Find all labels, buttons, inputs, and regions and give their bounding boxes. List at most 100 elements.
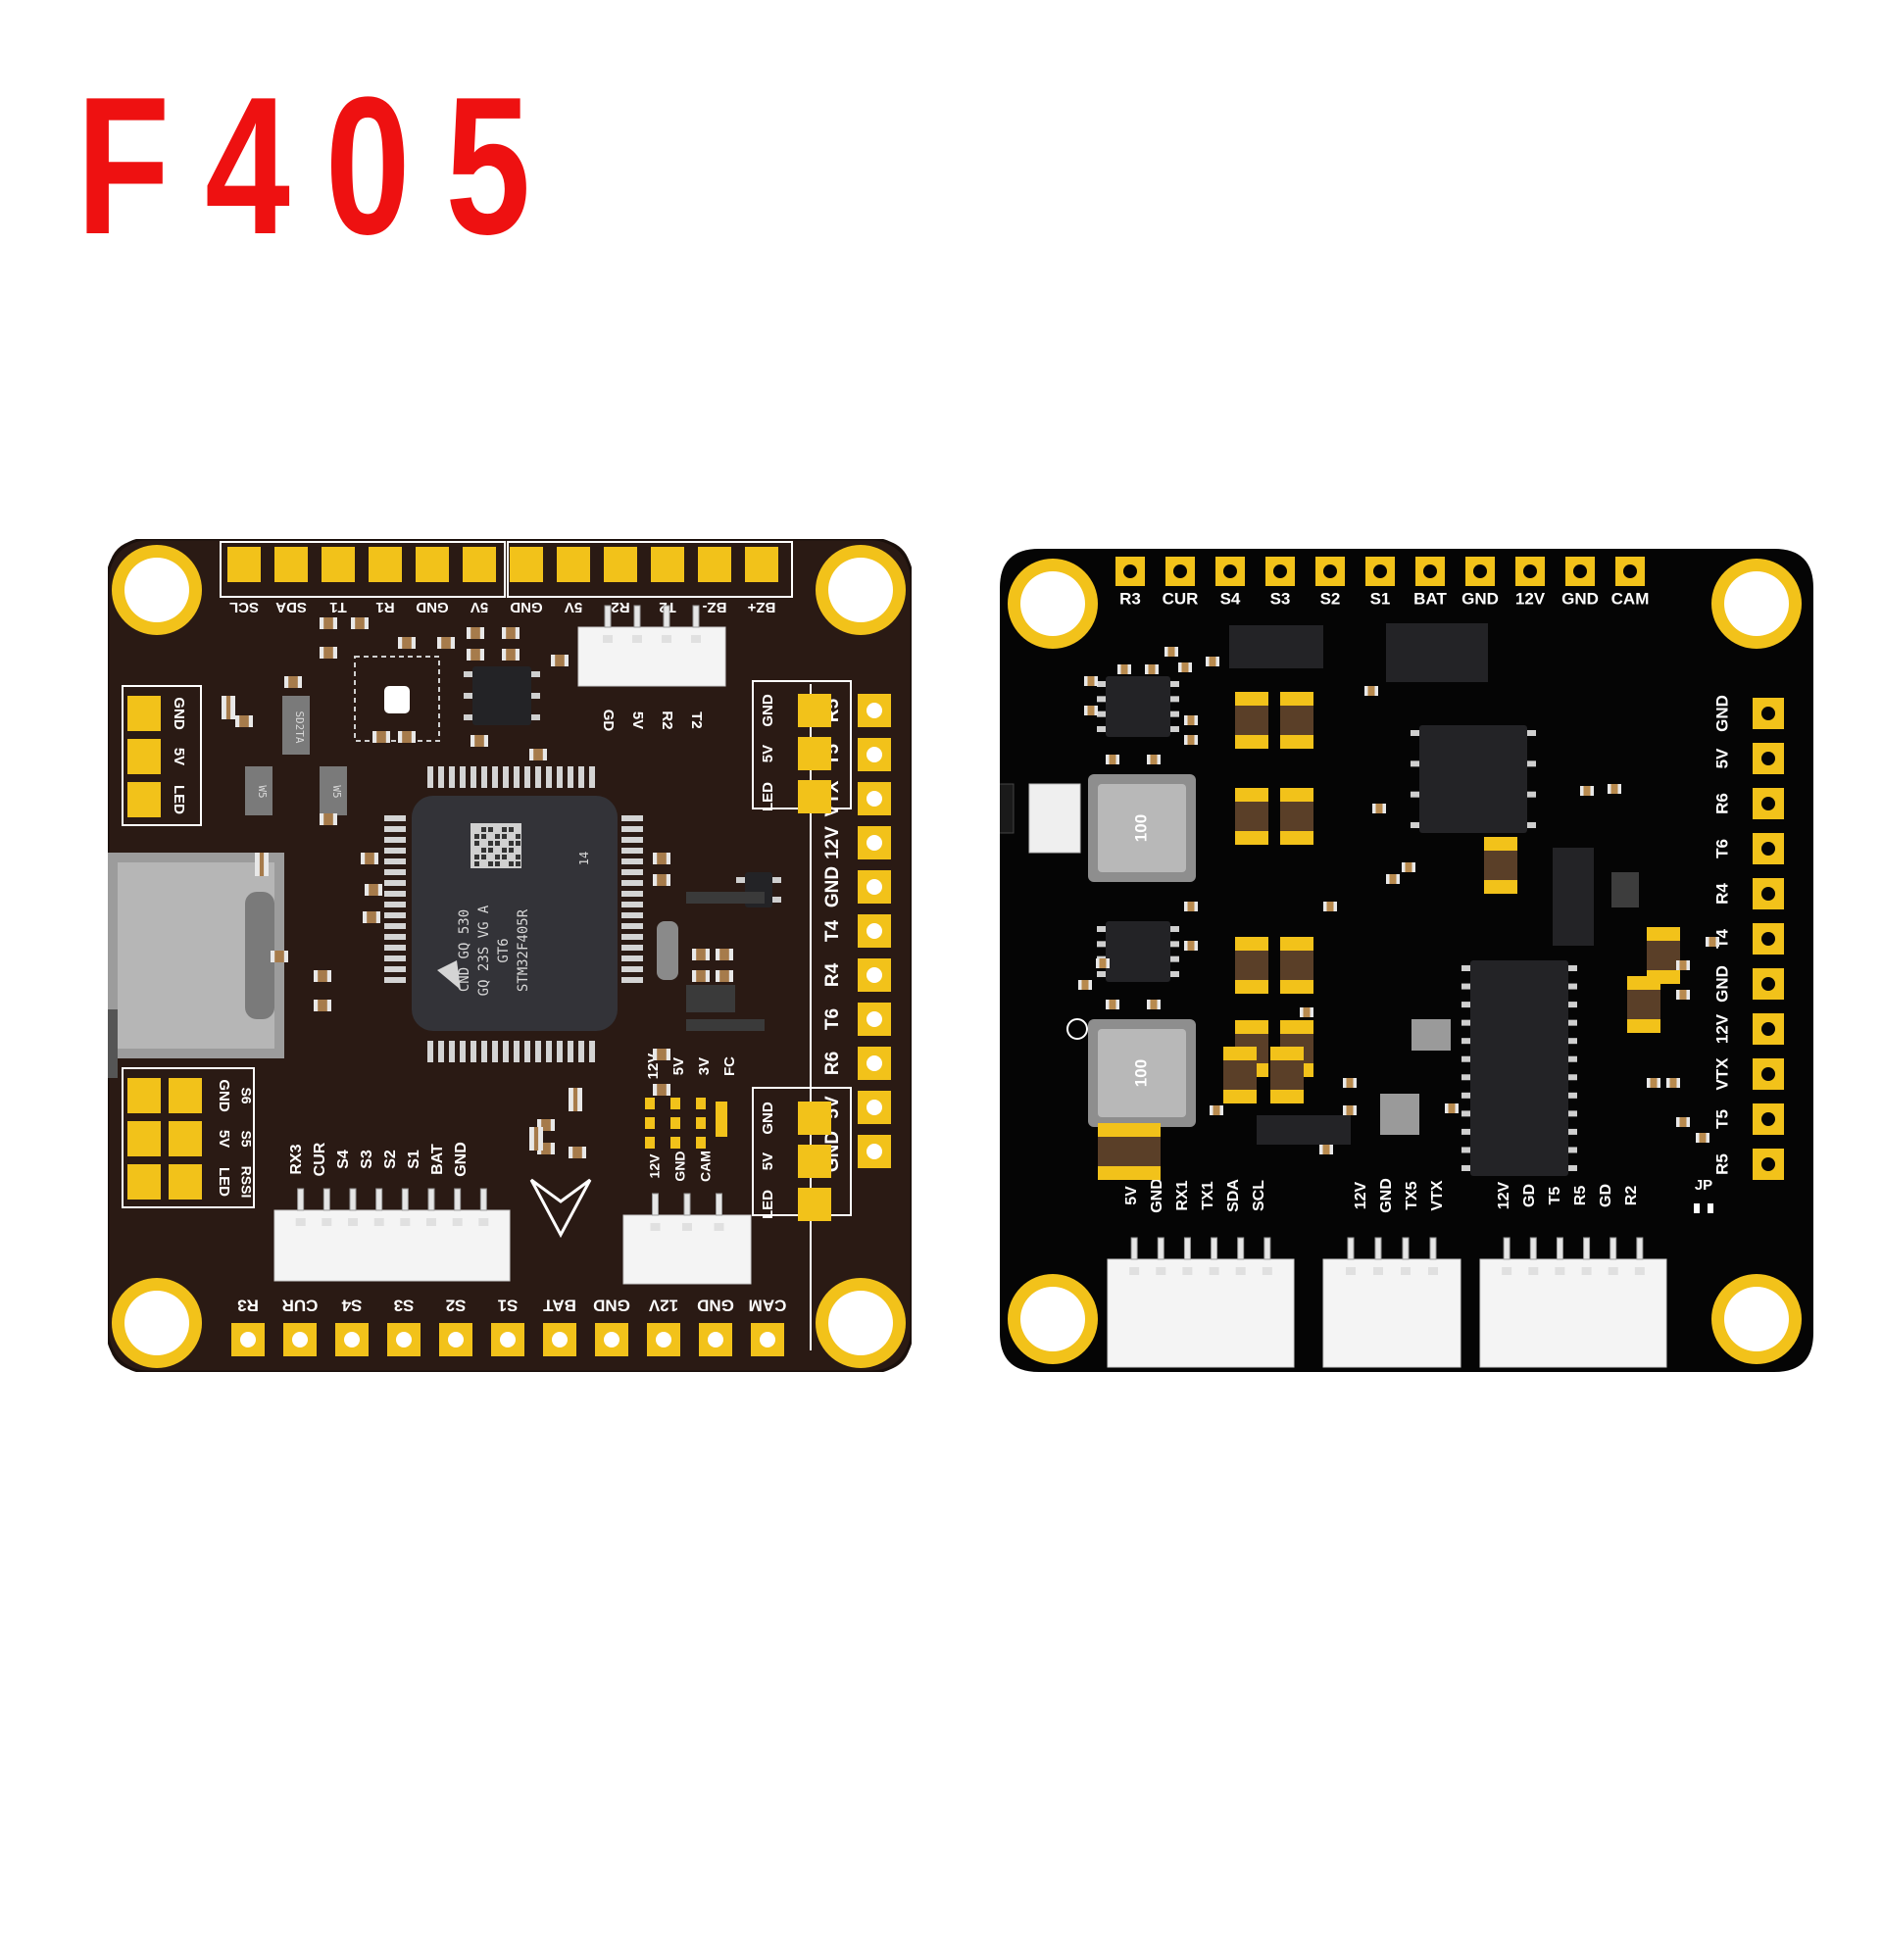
pdb-passive-end bbox=[1686, 990, 1690, 1000]
fc-baro-chip bbox=[464, 666, 540, 725]
fc-passive bbox=[569, 1088, 582, 1111]
fc-right-inner-top-pad bbox=[798, 737, 831, 770]
fc-bottom-connector-2 bbox=[622, 1193, 752, 1285]
pdb-conn3-label: 12V bbox=[1496, 1181, 1512, 1209]
pdb-passive-body bbox=[1676, 960, 1690, 970]
fc-left-bottom-pad bbox=[127, 1078, 161, 1113]
fc-left-bottom-pad bbox=[127, 1164, 161, 1200]
fc-passive-end bbox=[235, 715, 240, 727]
fc-passive-end bbox=[653, 1049, 658, 1060]
pdb-passive bbox=[1117, 664, 1131, 674]
fc-mcu-pin bbox=[514, 766, 520, 788]
fc-mcu-qr-cell bbox=[502, 848, 507, 853]
pdb-passive-end bbox=[1194, 941, 1198, 951]
fc-mcu-pin bbox=[557, 766, 563, 788]
pdb-ic-large-pin bbox=[1568, 1002, 1577, 1008]
pdb-jp-label: JP bbox=[1695, 1177, 1712, 1194]
pdb-top-pad-hole bbox=[1423, 564, 1437, 578]
pdb-passive-body bbox=[1372, 804, 1386, 813]
fc-bottom-connector-1-pin bbox=[479, 1188, 487, 1211]
fc-mcu-text: STM32F405R bbox=[516, 908, 531, 992]
fc-right-pad-hole bbox=[867, 747, 882, 762]
fc-mcu-pin bbox=[621, 956, 643, 961]
pdb-passive bbox=[1184, 902, 1198, 911]
pdb-ic-large bbox=[1461, 960, 1577, 1176]
pdb-buck-ic-pin bbox=[1170, 971, 1179, 977]
fc-right-pad-hole bbox=[867, 879, 882, 895]
fc-bottom-pad-hole bbox=[552, 1332, 568, 1348]
pdb-top-pad-hole bbox=[1373, 564, 1387, 578]
pdb-passive-end bbox=[1300, 1007, 1304, 1017]
fc-bottom-label: CUR bbox=[282, 1297, 319, 1315]
fc-mcu-pin bbox=[384, 815, 406, 821]
fc-passive-body bbox=[363, 911, 380, 923]
fc-bottom-connector-1-contact bbox=[295, 1218, 306, 1226]
fc-passive bbox=[467, 627, 484, 639]
fc-passive-body bbox=[372, 731, 390, 743]
fc-left-bottom-pad bbox=[169, 1164, 202, 1200]
pdb-capacitor bbox=[1223, 1047, 1257, 1103]
fc-passive-end bbox=[538, 1127, 543, 1151]
fc-bottom-label: BAT bbox=[543, 1297, 576, 1315]
fc-bottom-connector-2-contact bbox=[682, 1223, 692, 1231]
fc-passive-end bbox=[364, 617, 369, 629]
fc-passive-end bbox=[222, 696, 226, 719]
pdb-top-pad-hole bbox=[1473, 564, 1487, 578]
fc-right-label: T4 bbox=[822, 919, 843, 942]
fc-passive-end bbox=[705, 970, 710, 982]
fc-mcu-qr-cell bbox=[516, 834, 520, 839]
pdb-ic-large-pin bbox=[1461, 1092, 1470, 1099]
pdb-ic-large-pin bbox=[1568, 1074, 1577, 1081]
pdb-conn2-label: TX5 bbox=[1404, 1181, 1420, 1209]
pdb-capacitor bbox=[1484, 837, 1517, 894]
fc-top-pad-label: GND bbox=[416, 599, 449, 615]
pdb-conn1-label: TX1 bbox=[1200, 1181, 1216, 1209]
pdb-right-pad-hole bbox=[1761, 842, 1775, 856]
pdb-connector-3-contact bbox=[1528, 1267, 1539, 1275]
pdb-passive bbox=[1323, 902, 1337, 911]
fc-top-pad-label: R1 bbox=[375, 599, 394, 615]
fc-sot-bar bbox=[686, 1019, 765, 1031]
pdb-top-pad-hole bbox=[1173, 564, 1187, 578]
fc-right-label: T6 bbox=[822, 1008, 843, 1030]
pdb-passive-end bbox=[1194, 902, 1198, 911]
fc-bottom-connector-1-pin bbox=[427, 1188, 435, 1211]
fc-mcu-pin bbox=[438, 766, 444, 788]
fc-passive-end bbox=[569, 1088, 573, 1111]
pdb-right-label: 12V bbox=[1712, 1013, 1731, 1044]
fc-right-pad-hole bbox=[867, 967, 882, 983]
pdb-passive-body bbox=[1402, 862, 1415, 872]
pdb-capacitor-end bbox=[1127, 1166, 1161, 1180]
fc-passive-end bbox=[255, 853, 260, 876]
fc-mcu-qr-cell bbox=[481, 855, 486, 859]
fc-bottom-pad-hole bbox=[604, 1332, 619, 1348]
fc-jumper-pad bbox=[696, 1137, 706, 1149]
fc-passive-end bbox=[320, 647, 324, 659]
fc-top-pad-label: GND bbox=[510, 599, 543, 615]
fc-mcu-pin bbox=[621, 869, 643, 875]
fc-passive-body bbox=[653, 874, 670, 886]
fc-mcu-qr-cell bbox=[502, 834, 507, 839]
pdb-passive-end bbox=[1106, 958, 1110, 968]
pdb-passive-end bbox=[1155, 664, 1159, 674]
pdb-passive bbox=[1147, 1000, 1161, 1009]
pdb-connector-3-contact bbox=[1502, 1267, 1512, 1275]
fc-usb-c-port bbox=[108, 853, 284, 1078]
pdb-capacitor-top bbox=[1270, 1060, 1304, 1090]
fc-passive bbox=[372, 731, 390, 743]
pdb-connector-2-contact bbox=[1346, 1267, 1356, 1275]
pdb-ic-large-pin bbox=[1461, 1019, 1470, 1026]
fc-imu-chip bbox=[384, 686, 410, 713]
pdb-connector-1-contact bbox=[1235, 1267, 1246, 1275]
fc-mcu-qr-cell bbox=[481, 827, 486, 832]
pdb-buck-ic-pin bbox=[1097, 681, 1106, 687]
fc-right-inner-bottom-label: 5V bbox=[760, 1152, 776, 1170]
pdb-capacitor-end bbox=[1235, 735, 1268, 749]
pdb-passive-body bbox=[1106, 755, 1119, 764]
fc-left-top-pad bbox=[127, 696, 161, 731]
pdb-buck-ic-pin bbox=[1170, 696, 1179, 703]
fc-mcu-pin bbox=[384, 837, 406, 843]
fc-passive bbox=[320, 617, 337, 629]
fc-sot-chip bbox=[686, 985, 735, 1012]
fc-right-inner-bottom-label: GND bbox=[760, 1102, 776, 1135]
